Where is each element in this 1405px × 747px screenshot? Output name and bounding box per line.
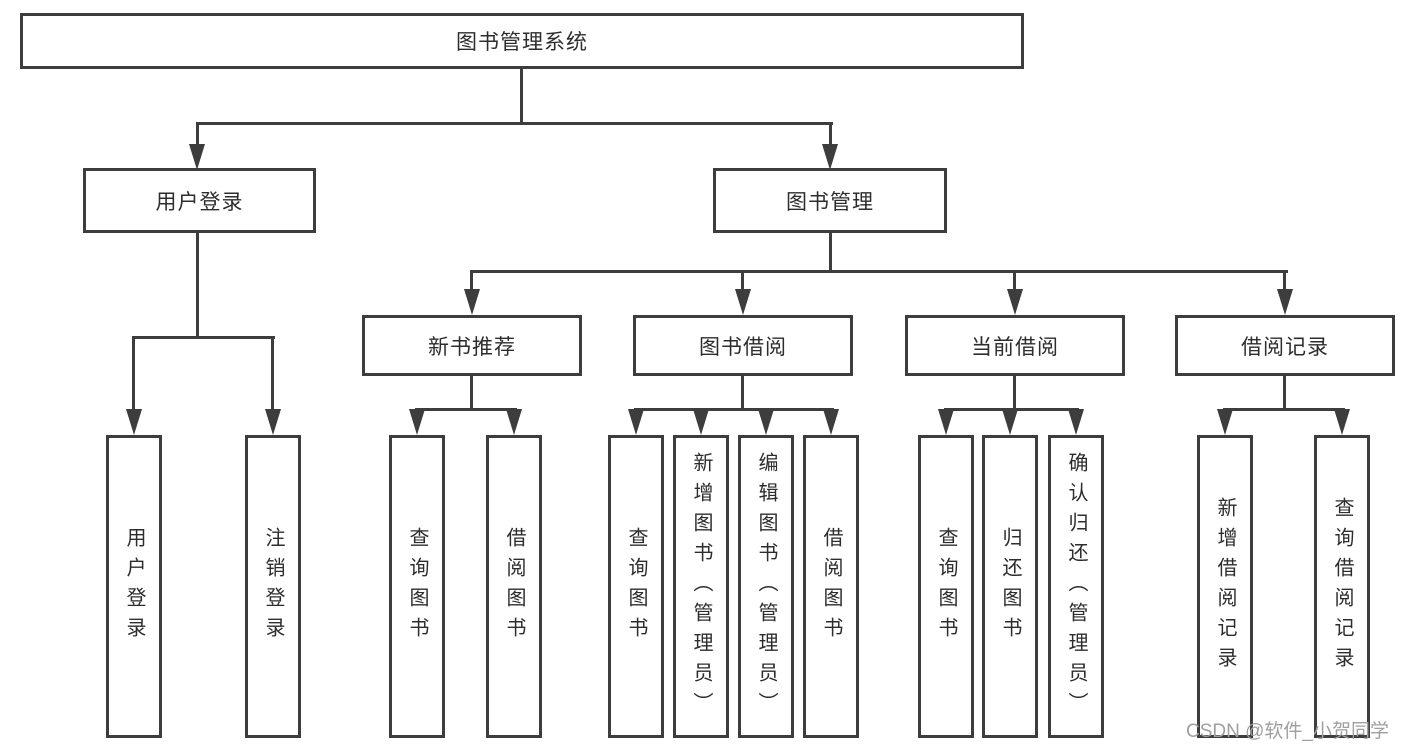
leaf-borrowing-edit-books-admin-label: 编辑图书（管理员）	[755, 451, 777, 722]
connector-root-hline	[196, 122, 833, 125]
arrowhead-to-borrow-records	[1277, 289, 1293, 315]
csdn-watermark: CSDN @软件_小贺同学	[1186, 721, 1389, 742]
arrowhead-to-leaf-logout	[265, 409, 281, 435]
leaf-records-add-record-label: 新增借阅记录	[1214, 496, 1236, 677]
arrowhead-to-leaf-records-query	[1334, 409, 1350, 435]
leaf-records-add-record: 新增借阅记录	[1197, 435, 1253, 738]
arrowhead-to-leaf-current-return	[1002, 409, 1018, 435]
node-user-login: 用户登录	[83, 168, 316, 233]
leaf-borrowing-borrow-books-label: 借阅图书	[820, 526, 842, 647]
leaf-recommend-borrow-books: 借阅图书	[486, 435, 542, 738]
connector-userlogin-drop-right	[271, 336, 274, 413]
leaf-current-confirm-return-admin: 确认归还（管理员）	[1048, 435, 1104, 738]
leaf-borrowing-query-books-label: 查询图书	[625, 526, 647, 647]
leaf-current-query-books-label: 查询图书	[935, 526, 957, 647]
connector-userlogin-drop-left	[132, 336, 135, 413]
node-borrow-records: 借阅记录	[1175, 315, 1395, 376]
leaf-records-query-record-label: 查询借阅记录	[1331, 496, 1353, 677]
connector-records-hline	[1223, 408, 1345, 411]
leaf-current-query-books: 查询图书	[918, 435, 974, 738]
connector-userlogin-stem	[196, 233, 199, 336]
connector-borrowing-hline	[634, 408, 834, 411]
arrowhead-to-book-management	[822, 144, 838, 170]
node-library-system-label: 图书管理系统	[456, 31, 588, 54]
arrowhead-to-current-borrowing	[1007, 289, 1023, 315]
connector-bookmgmt-drop-2	[741, 270, 744, 294]
arrowhead-to-leaf-borrowing-add	[693, 409, 709, 435]
leaf-borrowing-borrow-books: 借阅图书	[803, 435, 859, 738]
leaf-current-return-books-label: 归还图书	[999, 526, 1021, 647]
connector-borrowing-stem	[741, 376, 744, 410]
node-book-borrowing: 图书借阅	[633, 315, 853, 376]
node-library-system: 图书管理系统	[20, 13, 1024, 69]
arrowhead-to-book-borrowing	[735, 289, 751, 315]
node-book-borrowing-label: 图书借阅	[699, 335, 787, 359]
node-user-login-label: 用户登录	[155, 190, 244, 214]
leaf-borrowing-query-books: 查询图书	[608, 435, 664, 738]
connector-current-stem	[1013, 376, 1016, 410]
arrowhead-to-leaf-borrowing-query	[628, 409, 644, 435]
leaf-user-login: 用户登录	[106, 435, 162, 738]
connector-userlogin-hline	[132, 336, 275, 339]
connector-bookmgmt-drop-3	[1013, 270, 1016, 294]
arrowhead-to-leaf-recommend-borrow	[506, 409, 522, 435]
connector-bookmgmt-stem	[829, 233, 832, 270]
leaf-logout-label: 注销登录	[262, 526, 284, 647]
connector-recommend-hline	[415, 408, 517, 411]
leaf-borrowing-edit-books-admin: 编辑图书（管理员）	[738, 435, 794, 738]
connector-root-drop-right	[829, 122, 832, 148]
connector-bookmgmt-hline	[470, 270, 1288, 273]
arrowhead-to-leaf-borrowing-borrow	[823, 409, 839, 435]
arrowhead-to-leaf-user-login	[126, 409, 142, 435]
arrowhead-to-user-login	[189, 144, 205, 170]
connector-root-drop-left	[196, 122, 199, 148]
connector-bookmgmt-drop-1	[470, 270, 473, 294]
leaf-user-login-label: 用户登录	[123, 526, 145, 647]
arrowhead-to-leaf-borrowing-edit	[758, 409, 774, 435]
leaf-current-confirm-return-admin-label: 确认归还（管理员）	[1065, 451, 1087, 722]
node-new-book-recommend: 新书推荐	[362, 315, 582, 376]
leaf-borrowing-add-books-admin: 新增图书（管理员）	[673, 435, 729, 738]
node-book-management: 图书管理	[713, 168, 947, 233]
arrowhead-to-leaf-current-confirm	[1068, 409, 1084, 435]
leaf-borrowing-add-books-admin-label: 新增图书（管理员）	[690, 451, 712, 722]
node-current-borrowing: 当前借阅	[905, 315, 1125, 376]
node-book-management-label: 图书管理	[786, 190, 874, 214]
leaf-recommend-borrow-books-label: 借阅图书	[503, 526, 525, 647]
arrowhead-to-leaf-recommend-query	[409, 409, 425, 435]
connector-records-stem	[1283, 376, 1286, 410]
arrowhead-to-leaf-current-query	[938, 409, 954, 435]
node-current-borrowing-label: 当前借阅	[971, 335, 1059, 359]
node-new-book-recommend-label: 新书推荐	[428, 335, 516, 359]
leaf-recommend-query-books: 查询图书	[389, 435, 445, 738]
leaf-recommend-query-books-label: 查询图书	[406, 526, 428, 647]
connector-root-stem	[520, 69, 523, 122]
connector-recommend-stem	[470, 376, 473, 410]
node-borrow-records-label: 借阅记录	[1241, 335, 1329, 359]
leaf-records-query-record: 查询借阅记录	[1314, 435, 1370, 738]
arrowhead-to-new-book-recommend	[464, 289, 480, 315]
arrowhead-to-leaf-records-add	[1217, 409, 1233, 435]
leaf-current-return-books: 归还图书	[982, 435, 1038, 738]
leaf-logout: 注销登录	[245, 435, 301, 738]
connector-bookmgmt-drop-4	[1283, 270, 1286, 294]
